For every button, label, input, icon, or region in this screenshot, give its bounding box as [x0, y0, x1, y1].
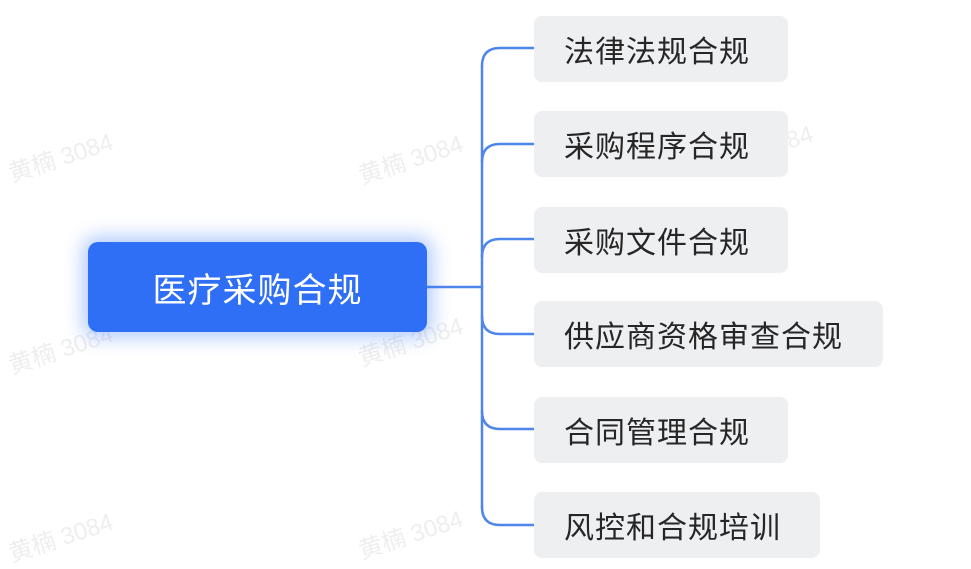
- branch-node-label: 合同管理合规: [564, 416, 750, 451]
- branch-node-label: 风控和合规培训: [564, 511, 781, 546]
- branch-connector-1: [480, 46, 536, 68]
- root-node[interactable]: 医疗采购合规: [88, 242, 427, 332]
- branch-node-1[interactable]: 法律法规合规: [534, 16, 788, 82]
- branch-connector-3: [480, 237, 536, 259]
- branch-connector-5: [480, 409, 536, 431]
- root-node-label: 医疗采购合规: [152, 270, 363, 311]
- branch-node-3[interactable]: 采购文件合规: [534, 207, 788, 273]
- branch-node-label: 法律法规合规: [564, 35, 750, 70]
- branch-node-label: 采购文件合规: [564, 226, 750, 261]
- branch-node-5[interactable]: 合同管理合规: [534, 397, 788, 463]
- branch-node-2[interactable]: 采购程序合规: [534, 111, 788, 177]
- branch-node-6[interactable]: 风控和合规培训: [534, 492, 820, 558]
- branch-connector-4: [480, 314, 536, 336]
- branch-node-4[interactable]: 供应商资格审查合规: [534, 301, 883, 367]
- branch-node-label: 采购程序合规: [564, 130, 750, 165]
- branch-connector-6: [480, 505, 536, 527]
- branch-connector-2: [480, 142, 536, 164]
- branch-node-label: 供应商资格审查合规: [564, 320, 843, 355]
